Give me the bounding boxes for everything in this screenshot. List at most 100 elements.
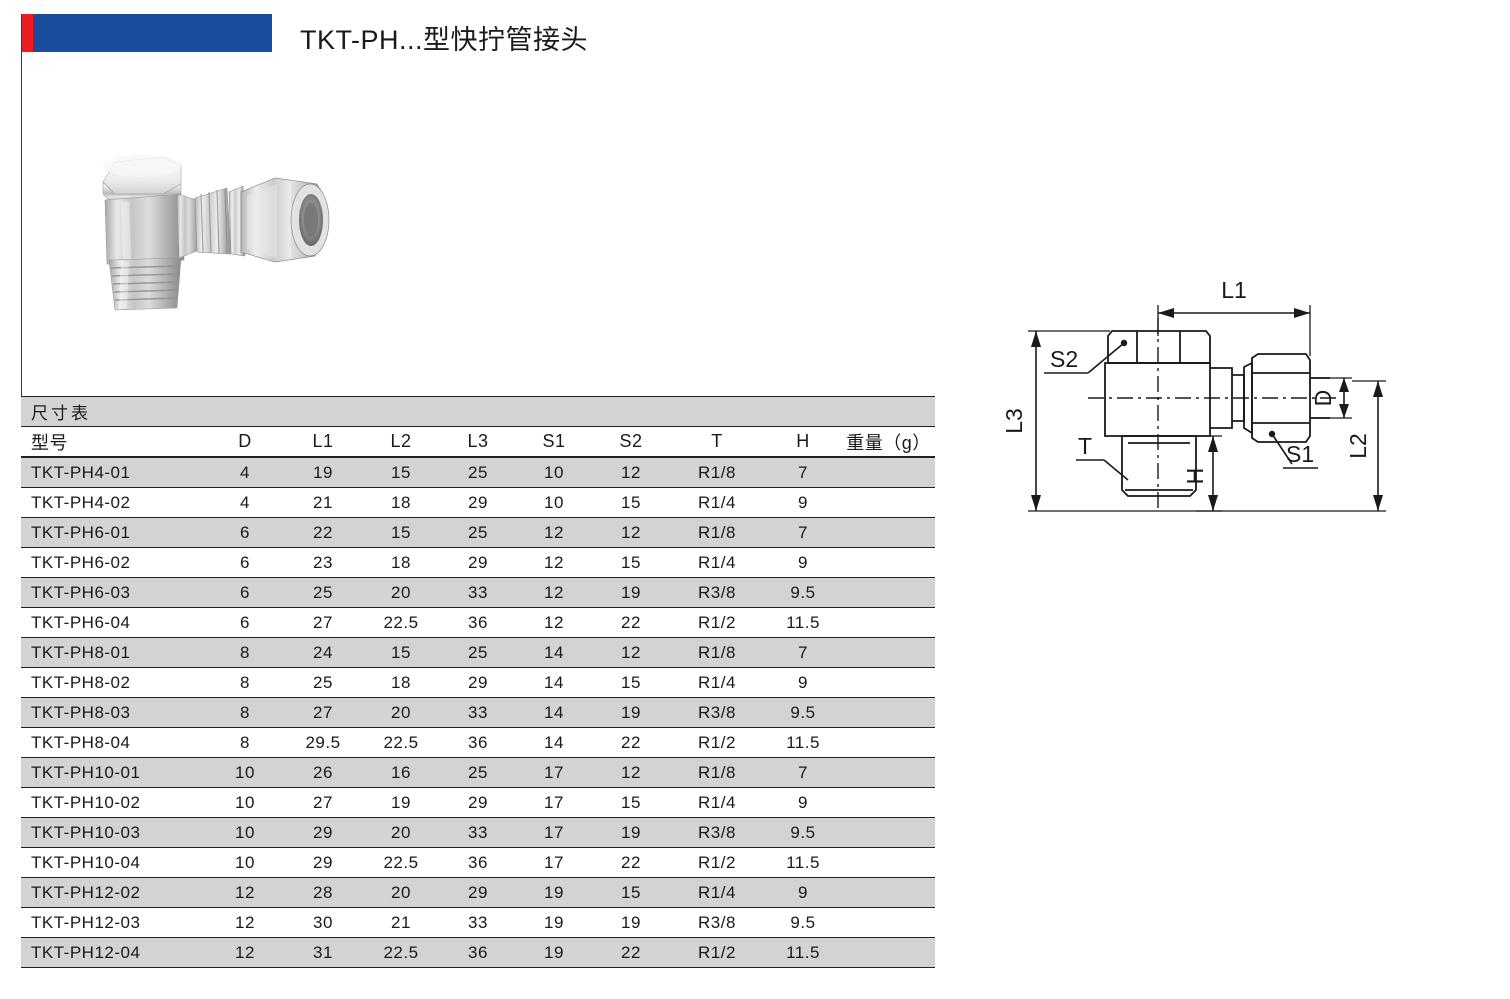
- cell-l1: 19: [284, 456, 362, 488]
- cell-l1: 25: [284, 667, 362, 698]
- cell-model: TKT-PH4-02: [21, 487, 206, 518]
- cell-d: 10: [206, 817, 284, 848]
- product-photo: [85, 132, 335, 317]
- cell-l3: 36: [440, 607, 516, 638]
- cell-s2: 15: [592, 547, 670, 578]
- cell-l1: 30: [284, 907, 362, 938]
- cell-l2: 15: [362, 517, 440, 548]
- dimension-t: T: [1076, 433, 1129, 481]
- cell-l1: 27: [284, 787, 362, 818]
- cell-weight: [842, 607, 935, 638]
- cell-model: TKT-PH8-02: [21, 667, 206, 698]
- cell-model: TKT-PH10-03: [21, 817, 206, 848]
- dimension-l3: L3: [1001, 330, 1196, 512]
- dimension-l1: L1: [1157, 277, 1311, 356]
- cell-l2: 20: [362, 697, 440, 728]
- cell-l3: 36: [440, 937, 516, 968]
- cell-s1: 12: [516, 547, 592, 578]
- cell-weight: [842, 456, 935, 488]
- cell-model: TKT-PH10-01: [21, 757, 206, 788]
- cell-s2: 22: [592, 607, 670, 638]
- cell-d: 8: [206, 727, 284, 758]
- dimension-d: D: [1310, 377, 1352, 419]
- cell-l1: 27: [284, 607, 362, 638]
- cell-s1: 19: [516, 907, 592, 938]
- cell-l1: 27: [284, 697, 362, 728]
- cell-d: 8: [206, 697, 284, 728]
- fitting-vertical-body: [104, 193, 185, 265]
- dimension-label-l1: L1: [1221, 277, 1247, 303]
- cell-t: R1/2: [670, 847, 764, 878]
- cell-l1: 21: [284, 487, 362, 518]
- cell-s1: 19: [516, 877, 592, 908]
- cell-l3: 25: [440, 517, 516, 548]
- cell-s1: 14: [516, 667, 592, 698]
- cell-h: 7: [764, 757, 842, 788]
- cell-l2: 18: [362, 487, 440, 518]
- cell-model: TKT-PH12-04: [21, 937, 206, 968]
- cell-l3: 33: [440, 907, 516, 938]
- dimension-label-h: H: [1182, 468, 1208, 485]
- cell-weight: [842, 577, 935, 608]
- cell-weight: [842, 487, 935, 518]
- cell-l3: 29: [440, 877, 516, 908]
- column-header-h: H: [764, 426, 842, 458]
- cell-weight: [842, 757, 935, 788]
- dimension-label-d: D: [1310, 390, 1336, 407]
- cell-s2: 19: [592, 817, 670, 848]
- cell-s2: 15: [592, 787, 670, 818]
- cell-weight: [842, 847, 935, 878]
- cell-s1: 10: [516, 456, 592, 488]
- cell-h: 7: [764, 456, 842, 488]
- fitting-horizontal-arm: [176, 185, 246, 259]
- cell-weight: [842, 547, 935, 578]
- cell-s2: 19: [592, 577, 670, 608]
- header-color-band: [21, 14, 272, 52]
- cell-h: 11.5: [764, 607, 842, 638]
- cell-l3: 25: [440, 456, 516, 488]
- cell-l3: 36: [440, 847, 516, 878]
- cell-l1: 24: [284, 637, 362, 668]
- cell-s2: 12: [592, 757, 670, 788]
- cell-l1: 23: [284, 547, 362, 578]
- cell-l3: 29: [440, 667, 516, 698]
- column-header-s1: S1: [516, 426, 592, 458]
- cell-t: R3/8: [670, 817, 764, 848]
- cell-l3: 29: [440, 787, 516, 818]
- cell-s1: 19: [516, 937, 592, 968]
- cell-weight: [842, 817, 935, 848]
- cell-l3: 36: [440, 727, 516, 758]
- dimension-table-container: 尺寸表 型号 D L1 L2 L3 S1 S2 T H 重量（g） TKT-PH…: [21, 396, 935, 968]
- cell-t: R1/4: [670, 877, 764, 908]
- cell-l1: 29.5: [284, 727, 362, 758]
- column-header-d: D: [206, 426, 284, 458]
- cell-model: TKT-PH10-04: [21, 847, 206, 878]
- cell-model: TKT-PH6-02: [21, 547, 206, 578]
- cell-l2: 22.5: [362, 937, 440, 968]
- cell-model: TKT-PH6-04: [21, 607, 206, 638]
- cell-h: 9.5: [764, 907, 842, 938]
- cell-l1: 29: [284, 817, 362, 848]
- cell-l3: 33: [440, 697, 516, 728]
- cell-model: TKT-PH10-02: [21, 787, 206, 818]
- cell-l2: 21: [362, 907, 440, 938]
- cell-s2: 12: [592, 456, 670, 488]
- column-header-s2: S2: [592, 426, 670, 458]
- cell-s2: 22: [592, 847, 670, 878]
- cell-h: 11.5: [764, 937, 842, 968]
- cell-l3: 33: [440, 577, 516, 608]
- dimension-label-l2: L2: [1345, 433, 1371, 459]
- cell-model: TKT-PH8-01: [21, 637, 206, 668]
- cell-weight: [842, 637, 935, 668]
- cell-s2: 15: [592, 877, 670, 908]
- cell-weight: [842, 697, 935, 728]
- cell-s1: 14: [516, 727, 592, 758]
- cell-l1: 29: [284, 847, 362, 878]
- cell-d: 4: [206, 487, 284, 518]
- cell-l1: 28: [284, 877, 362, 908]
- cell-d: 12: [206, 877, 284, 908]
